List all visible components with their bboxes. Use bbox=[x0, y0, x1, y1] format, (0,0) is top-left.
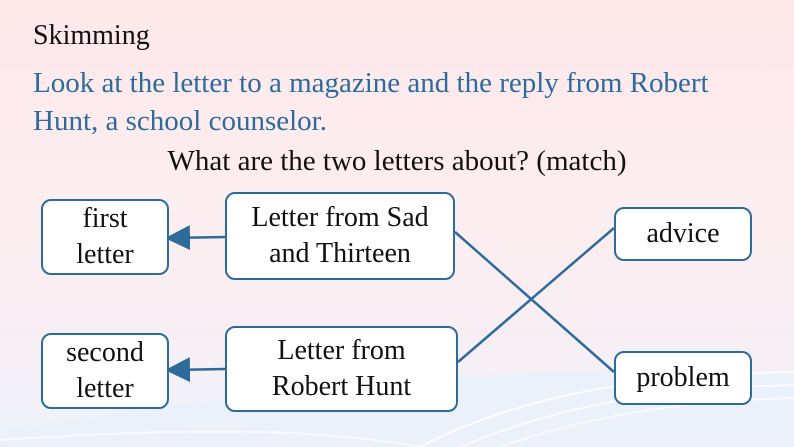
second-letter-line1: second bbox=[66, 337, 144, 368]
letter-from-robert-line1: Letter from bbox=[277, 335, 406, 366]
question-text: What are the two letters about? (match) bbox=[167, 145, 627, 177]
instruction-text: Look at the letter to a magazine and the… bbox=[33, 67, 709, 137]
problem-box[interactable]: problem bbox=[614, 351, 752, 405]
advice-label: advice bbox=[646, 218, 720, 249]
advice-box[interactable]: advice bbox=[614, 207, 752, 261]
slide-title: Skimming bbox=[33, 20, 150, 51]
first-letter-box[interactable]: first letter bbox=[41, 199, 169, 275]
letter-from-sad-line2: and Thirteen bbox=[269, 238, 411, 269]
letter-from-robert-line2: Robert Hunt bbox=[271, 371, 412, 402]
first-letter-line1: first bbox=[82, 203, 128, 234]
letter-from-sad-line1: Letter from Sad bbox=[251, 202, 429, 233]
second-letter-box[interactable]: second letter bbox=[41, 333, 169, 409]
letter-from-sad-box[interactable]: Letter from Sad and Thirteen bbox=[225, 192, 455, 280]
first-letter-line2: letter bbox=[76, 239, 134, 270]
letter-from-robert-box[interactable]: Letter from Robert Hunt bbox=[225, 326, 458, 412]
problem-label: problem bbox=[636, 362, 730, 393]
second-letter-line2: letter bbox=[76, 373, 134, 404]
